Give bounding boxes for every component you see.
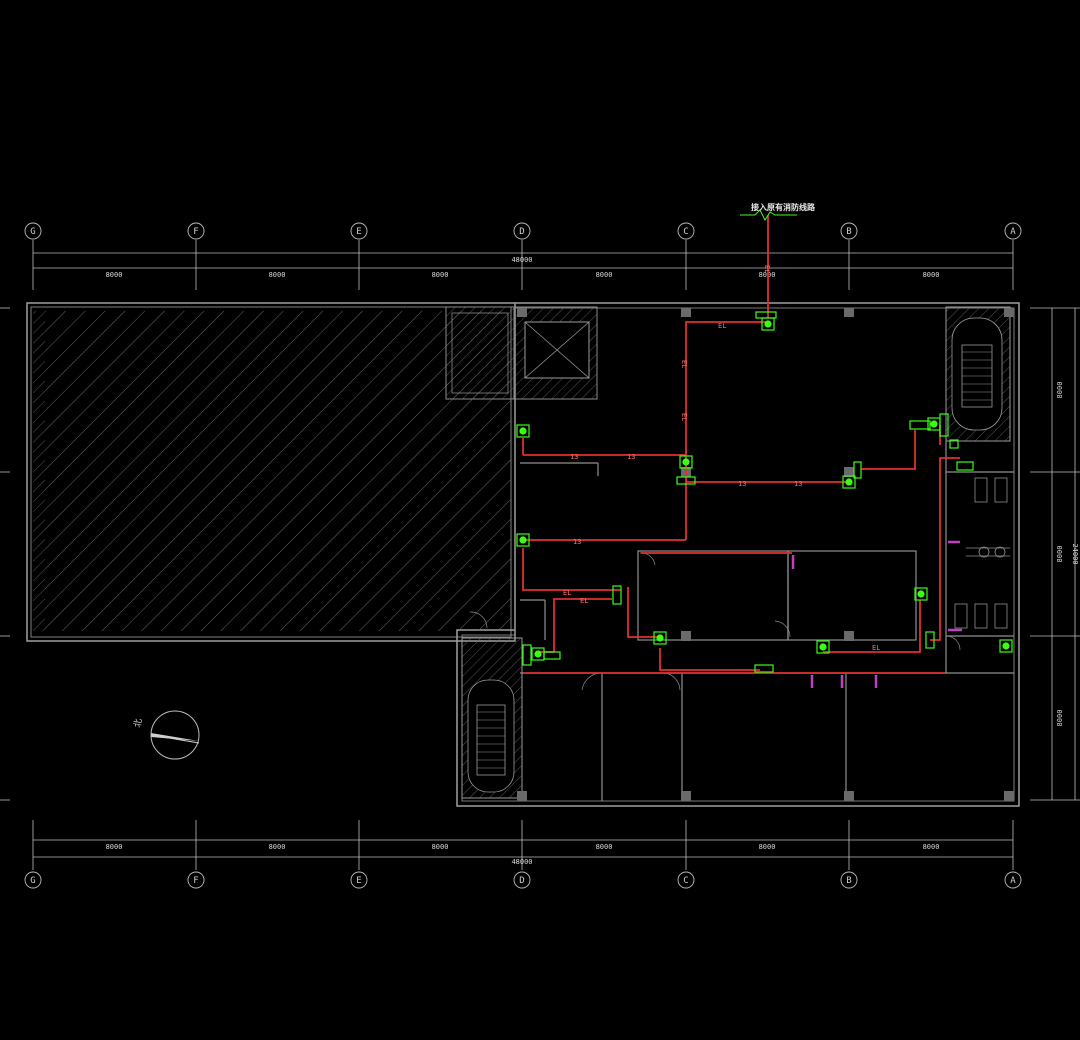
annotation-note: 接入原有消防线路 — [751, 202, 816, 212]
dimension-text: 8000 — [432, 271, 449, 279]
route-label: 13 — [573, 538, 581, 546]
shaft-left — [445, 306, 515, 400]
dimension-text: 8000 — [596, 843, 613, 851]
north-label: 北 — [132, 718, 144, 729]
axis-label: B — [846, 227, 851, 237]
dimension-text: 8000 — [1056, 382, 1064, 399]
route-labels: EL EL EL 13 13 13 13 13 EL EL EL EL — [563, 265, 880, 652]
top-axis-bubbles — [24, 222, 1022, 240]
dimension-text: 8000 — [923, 843, 940, 851]
total-dimension-right: 24000 — [1071, 543, 1079, 564]
axis-label: F — [193, 227, 198, 237]
bottom-dimension-lines — [32, 820, 1014, 870]
route-label: EL — [763, 265, 771, 273]
top-dimension-lines — [32, 240, 1014, 290]
route-label: 13 — [627, 453, 635, 461]
bottom-axis-labels: G F E D C B A — [30, 876, 1016, 886]
hatched-void-area — [45, 311, 511, 631]
axis-label: D — [519, 876, 524, 886]
bottom-axis-bubbles — [24, 871, 1022, 889]
route-label: EL — [872, 644, 880, 652]
route-label: EL — [563, 589, 571, 597]
dimension-text: 8000 — [923, 271, 940, 279]
dimension-text: 8000 — [106, 271, 123, 279]
dimension-text: 8000 — [1056, 546, 1064, 563]
right-dimension-lines — [1030, 307, 1080, 801]
dimension-text: 8000 — [1056, 710, 1064, 727]
dimension-text: 8000 — [106, 843, 123, 851]
right-dimension-texts: 8000 8000 8000 24000 — [1056, 382, 1079, 727]
axis-label: A — [1010, 227, 1016, 237]
bottom-dimension-texts: 8000 8000 8000 8000 8000 8000 48000 — [106, 843, 940, 866]
axis-label: C — [683, 227, 688, 237]
axis-label: A — [1010, 876, 1016, 886]
axis-label: C — [683, 876, 688, 886]
dimension-text: 8000 — [759, 843, 776, 851]
dimension-text: 8000 — [269, 843, 286, 851]
dimension-text: 8000 — [269, 271, 286, 279]
route-label: 13 — [738, 480, 746, 488]
doors — [469, 540, 962, 691]
staircase-bottom-left — [461, 637, 523, 799]
axis-label: E — [356, 227, 361, 237]
toilet-fixtures — [954, 477, 1010, 629]
axis-label: F — [193, 876, 198, 886]
left-tick-marks — [0, 307, 10, 801]
route-label: 13 — [794, 480, 802, 488]
annotation-leader — [740, 209, 797, 222]
shaft-right — [514, 306, 598, 400]
route-label: EL — [680, 413, 688, 421]
axis-label: G — [30, 876, 35, 886]
top-axis-labels: G F E D C B A — [30, 227, 1016, 237]
hatched-edge-strip — [33, 311, 45, 631]
route-label: 13 — [570, 453, 578, 461]
north-arrow: 北 — [132, 710, 200, 760]
axis-label: D — [519, 227, 524, 237]
route-label: EL — [580, 597, 588, 605]
total-dimension-top: 48000 — [511, 256, 532, 264]
axis-label: B — [846, 876, 851, 886]
axis-label: G — [30, 227, 35, 237]
axis-label: E — [356, 876, 361, 886]
staircase-top-right — [945, 306, 1011, 442]
route-label: EL — [680, 360, 688, 368]
dimension-text: 8000 — [432, 843, 449, 851]
dimension-text: 8000 — [759, 271, 776, 279]
top-dimension-texts: 48000 8000 8000 8000 8000 8000 8000 — [106, 256, 940, 279]
total-dimension-bottom: 48000 — [511, 858, 532, 866]
route-label: EL — [718, 322, 726, 330]
dimension-text: 8000 — [596, 271, 613, 279]
alarm-devices — [516, 311, 1013, 673]
alarm-route-lines — [522, 215, 960, 674]
